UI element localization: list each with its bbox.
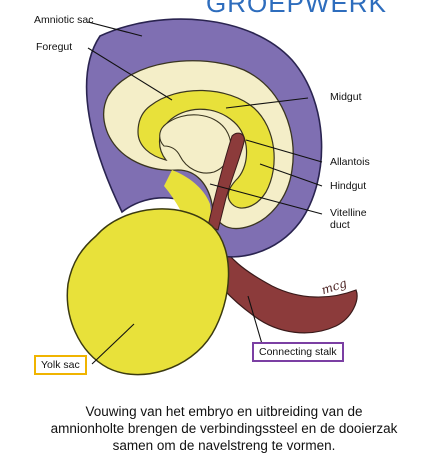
caption-line-2: amnionholte brengen de verbindingssteel …: [50, 421, 398, 436]
leader-midgut: [225, 97, 309, 109]
caption-line-1: Vouwing van het embryo en uitbreiding va…: [85, 404, 363, 419]
label-connecting-stalk: Connecting stalk: [252, 342, 344, 362]
label-hindgut: Hindgut: [330, 180, 367, 192]
label-vitelline-duct-line2: duct: [330, 219, 350, 231]
caption: Vouwing van het embryo en uitbreiding va…: [10, 403, 438, 454]
slide-title: GROEPWERK: [206, 0, 387, 18]
label-vitelline-duct-line1: Vitelline: [330, 207, 367, 219]
label-vitelline-duct: Vitelline duct: [330, 207, 367, 231]
allantois-shape: [207, 132, 245, 231]
leader-lines: [87, 21, 323, 365]
caption-line-3: samen om de navelstreng te vormen.: [112, 438, 336, 453]
leader-connecting-stalk: [247, 295, 263, 345]
leader-amniotic-sac: [87, 21, 143, 37]
foregut-lobe-shape: [159, 114, 232, 174]
gut-tube-shape: [137, 89, 275, 209]
label-midgut: Midgut: [330, 91, 362, 103]
leader-yolk-sac: [91, 323, 135, 365]
yolk-sac-shape: [66, 208, 230, 376]
label-amniotic-sac: Amniotic sac: [34, 14, 94, 26]
label-foregut: Foregut: [36, 41, 73, 53]
leader-vitelline-duct: [209, 183, 323, 215]
leader-allantois: [245, 139, 323, 163]
leader-hindgut: [259, 163, 323, 187]
connecting-stalk-shape: [205, 230, 358, 334]
label-yolk-sac: Yolk sac: [34, 355, 87, 375]
label-allantois: Allantois: [330, 156, 370, 168]
leader-foregut: [87, 47, 173, 101]
